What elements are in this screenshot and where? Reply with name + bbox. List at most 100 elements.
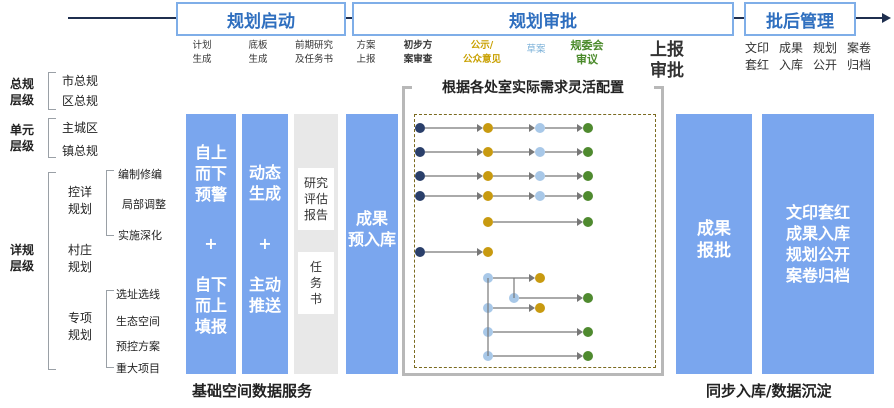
item-zhuanxiang: 专项 规划 bbox=[68, 311, 93, 342]
flow-row bbox=[483, 273, 545, 283]
flow-node-green bbox=[583, 217, 593, 227]
flow-arrow-head bbox=[577, 124, 583, 132]
flow-node-gold bbox=[483, 191, 493, 201]
flow-node-dark bbox=[415, 147, 425, 157]
flow-arrow-head bbox=[577, 172, 583, 180]
footer-left: 基础空间数据服务 bbox=[192, 382, 313, 400]
flow-arrow-head bbox=[477, 192, 483, 200]
substep-submit: 方案 上报 bbox=[356, 40, 376, 65]
flow-arrow-head bbox=[529, 274, 535, 282]
flow-node-dark bbox=[415, 171, 425, 181]
flow-row bbox=[509, 293, 593, 303]
flow-node-light bbox=[535, 147, 545, 157]
col2-top-text: 动态 生成 bbox=[248, 163, 281, 203]
post-step-store: 成果 入库 bbox=[778, 41, 803, 72]
flow-row bbox=[415, 123, 593, 133]
item-local-adjust: 局部调整 bbox=[122, 198, 166, 211]
flow-row bbox=[415, 147, 593, 157]
item-eco-space: 生态空间 bbox=[116, 315, 160, 328]
col4-text: 成果 预入库 bbox=[347, 209, 396, 249]
bracket-kongxiang bbox=[106, 170, 114, 236]
submit-approval-label: 上报 审批 bbox=[650, 40, 684, 81]
flow-arrow-head bbox=[577, 328, 583, 336]
flow-title: 根据各处室实际需求灵活配置 bbox=[412, 77, 654, 97]
column-research-task bbox=[294, 114, 338, 374]
flow-arrow-head bbox=[477, 124, 483, 132]
phase-planning-start: 规划启动 bbox=[176, 2, 346, 36]
flow-arrow-head bbox=[577, 218, 583, 226]
research-report-box: 研究 评估 报告 bbox=[298, 168, 334, 230]
level-danyuan: 单元 层级 bbox=[9, 123, 34, 153]
flow-node-dark bbox=[415, 123, 425, 133]
flow-node-green bbox=[583, 147, 593, 157]
flow-arrow-head bbox=[577, 192, 583, 200]
footer-right: 同步入库/数据沉淀 bbox=[706, 382, 832, 400]
flow-node-green bbox=[583, 123, 593, 133]
flow-arrow-head bbox=[529, 124, 535, 132]
bracket-danyuan bbox=[48, 118, 56, 158]
item-compile-revise: 编制修编 bbox=[118, 168, 162, 181]
post-step-publish: 规划 公开 bbox=[812, 41, 837, 72]
col7-text: 文印套红 成果入库 规划公开 案卷归档 bbox=[785, 203, 850, 285]
item-implement-deepen: 实施深化 bbox=[118, 229, 162, 242]
flow-node-gold bbox=[535, 273, 545, 283]
flow-arrow-head bbox=[577, 148, 583, 156]
flow-node-dark bbox=[415, 191, 425, 201]
flow-row bbox=[415, 171, 593, 181]
flow-node-green bbox=[583, 293, 593, 303]
phase-planning-approval: 规划审批 bbox=[352, 2, 734, 36]
item-district-master: 区总规 bbox=[62, 94, 99, 108]
post-step-print: 文印 套红 bbox=[744, 41, 769, 72]
flow-arrow-head bbox=[477, 172, 483, 180]
col2-plus: + bbox=[258, 234, 272, 253]
flow-node-light bbox=[535, 171, 545, 181]
flow-row bbox=[415, 247, 493, 257]
item-village-plan: 村庄 规划 bbox=[68, 243, 93, 274]
bracket-zonggui bbox=[48, 72, 56, 110]
flow-arrow-head bbox=[477, 248, 483, 256]
bracket-xianggui bbox=[48, 172, 56, 370]
level-xianggui: 详规 层级 bbox=[9, 243, 34, 273]
flow-node-gold bbox=[535, 303, 545, 313]
flow-node-gold bbox=[483, 123, 493, 133]
substep-plan-gen: 计划 生成 bbox=[192, 40, 212, 65]
item-site-selection: 选址选线 bbox=[116, 288, 160, 301]
flow-arrow-head bbox=[577, 352, 583, 360]
col1-plus: + bbox=[204, 234, 218, 253]
flow-node-green bbox=[583, 171, 593, 181]
flow-node-light bbox=[535, 123, 545, 133]
task-book-box: 任 务 书 bbox=[298, 252, 334, 314]
flow-row bbox=[483, 327, 593, 337]
flow-arrow-head bbox=[529, 172, 535, 180]
flow-row bbox=[415, 191, 593, 201]
substep-base-gen: 底板 生成 bbox=[248, 40, 268, 65]
item-control-plan: 预控方案 bbox=[116, 340, 160, 353]
flow-row bbox=[483, 351, 593, 361]
flow-dashed-box bbox=[414, 114, 656, 368]
substep-publicity: 公示/ 公众意见 bbox=[462, 40, 501, 65]
column-pre-store: 成果 预入库 bbox=[346, 114, 398, 374]
flow-node-light bbox=[535, 191, 545, 201]
bracket-zhuanxiang bbox=[106, 290, 114, 368]
col1-top-text: 自上 而下 预警 bbox=[194, 143, 227, 204]
flow-node-gold bbox=[483, 147, 493, 157]
col6-text: 成果 报批 bbox=[697, 219, 731, 261]
substep-initial-review: 初步方 案审查 bbox=[403, 40, 433, 65]
flow-node-green bbox=[583, 191, 593, 201]
substep-draft: 草案 bbox=[526, 44, 546, 55]
flow-node-green bbox=[583, 351, 593, 361]
item-major-project: 重大项目 bbox=[116, 362, 160, 375]
substep-research: 前期研究 及任务书 bbox=[294, 40, 333, 65]
column-post-archive: 文印套红 成果入库 规划公开 案卷归档 bbox=[762, 114, 874, 374]
column-dynamic-push: 动态 生成 + 主动 推送 bbox=[242, 114, 288, 374]
item-town-master: 镇总规 bbox=[62, 144, 99, 158]
flow-arrow-head bbox=[529, 192, 535, 200]
flow-diagram bbox=[415, 123, 593, 361]
flow-arrow-head bbox=[477, 148, 483, 156]
item-kongxiang: 控详 规划 bbox=[68, 185, 93, 216]
flow-node-gold bbox=[483, 171, 493, 181]
col1-bottom-text: 自下 而上 填报 bbox=[194, 275, 227, 336]
post-step-archive: 案卷 归档 bbox=[846, 41, 871, 72]
flow-row bbox=[483, 217, 593, 227]
flow-node-dark bbox=[415, 247, 425, 257]
